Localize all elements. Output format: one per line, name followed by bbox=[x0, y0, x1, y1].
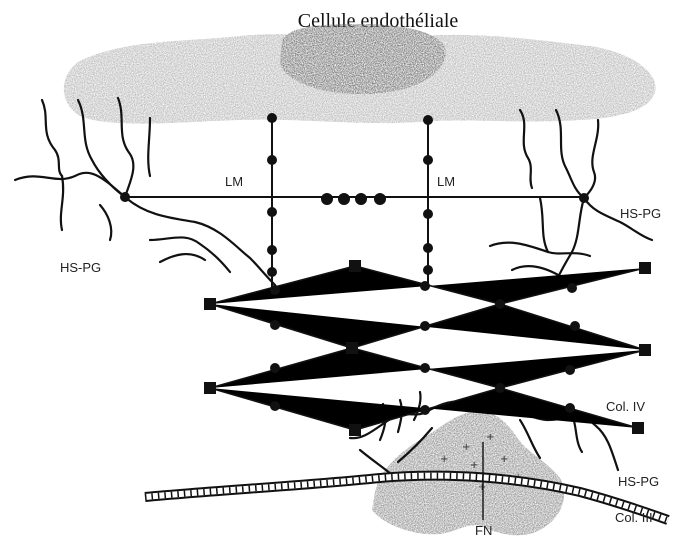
label-lm-left: LM bbox=[225, 174, 243, 189]
svg-text:+: + bbox=[470, 460, 478, 471]
label-lm-right: LM bbox=[437, 174, 455, 189]
svg-text:+: + bbox=[486, 432, 494, 443]
svg-text:+: + bbox=[440, 454, 448, 465]
laminin-beads bbox=[120, 113, 589, 277]
label-col-iv: Col. IV bbox=[606, 399, 645, 414]
label-hspg-right-bottom: HS-PG bbox=[618, 474, 659, 489]
label-fn: FN bbox=[475, 523, 492, 538]
label-hspg-left: HS-PG bbox=[60, 260, 101, 275]
svg-text:+: + bbox=[462, 442, 470, 453]
svg-text:+: + bbox=[478, 482, 486, 493]
label-hspg-right-top: HS-PG bbox=[620, 206, 661, 221]
label-col-iii: Col. III bbox=[615, 510, 653, 525]
endothelial-cell bbox=[64, 24, 656, 124]
svg-text:+: + bbox=[500, 454, 508, 465]
